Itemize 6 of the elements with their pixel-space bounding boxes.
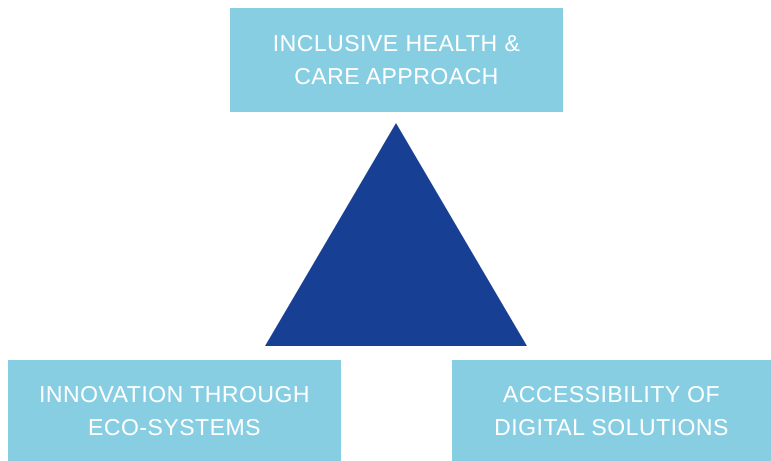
text-box <box>230 8 563 112</box>
box-label: INNOVATION THROUGH ECO-SYSTEMS <box>38 380 311 442</box>
text-box <box>8 360 341 461</box>
box-label: ACCESSIBILITY OF DIGITAL SOLUTIONS <box>493 380 730 442</box>
text-box <box>452 360 771 461</box>
box-label: INCLUSIVE HEALTH & CARE APPROACH <box>272 29 522 91</box>
